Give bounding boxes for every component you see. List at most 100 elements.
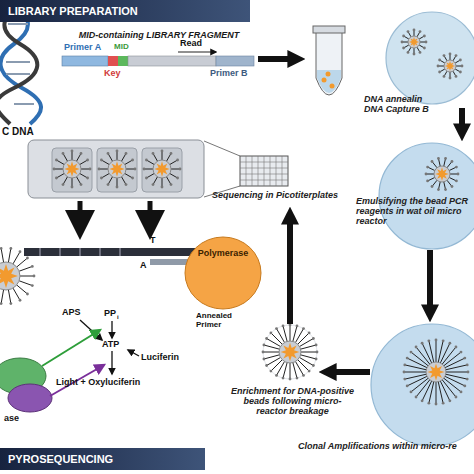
annotation-label: ATP bbox=[102, 340, 119, 350]
base-tick bbox=[100, 248, 101, 256]
dna-strand bbox=[298, 360, 309, 371]
key-segment bbox=[108, 56, 118, 66]
strand-tip bbox=[161, 186, 164, 189]
dna-strand bbox=[283, 363, 287, 378]
dna-strand bbox=[13, 252, 20, 264]
annotation-label: C DNA bbox=[2, 126, 34, 137]
tube-liquid bbox=[317, 70, 341, 93]
dna-strand bbox=[264, 345, 279, 349]
dna-strand bbox=[301, 352, 317, 353]
dna-strand bbox=[296, 362, 304, 376]
strand-tip bbox=[107, 183, 110, 186]
capture-bead bbox=[53, 150, 92, 189]
reaction-arrow bbox=[128, 350, 139, 356]
dna-strand bbox=[290, 363, 291, 379]
dna-strand bbox=[300, 339, 314, 347]
tube-body bbox=[316, 32, 342, 95]
annotation-label: Read bbox=[180, 39, 202, 49]
section-band: PYROSEQUENCING bbox=[0, 448, 205, 470]
dna-strand bbox=[167, 153, 172, 161]
dna-strand bbox=[56, 160, 64, 165]
grid-line bbox=[240, 174, 288, 175]
dna-strand bbox=[80, 160, 88, 165]
annotation-label: Primer A bbox=[64, 43, 101, 53]
annotation-label: T bbox=[150, 236, 156, 246]
strand-tip bbox=[53, 168, 56, 171]
dna-strand bbox=[146, 160, 154, 165]
dna-strand bbox=[72, 178, 73, 187]
dna-strand bbox=[293, 363, 297, 378]
base-tick bbox=[80, 248, 81, 256]
dna-strand bbox=[108, 153, 113, 161]
node-text: DNA annealin bbox=[364, 94, 464, 104]
dna-strand bbox=[8, 290, 10, 304]
node-text: PYROSEQUENCING bbox=[8, 453, 203, 465]
library-fragment: MID-containing LIBRARY FRAGMENT bbox=[60, 28, 258, 90]
strand-tip bbox=[145, 177, 148, 180]
plate-frame bbox=[240, 156, 288, 186]
dna-strand bbox=[125, 174, 133, 179]
dna-strand bbox=[19, 266, 32, 271]
base-pair bbox=[6, 61, 30, 63]
dna-strand bbox=[17, 285, 28, 294]
strand-tip bbox=[62, 183, 65, 186]
annotation-label: Light + Oxyluciferin bbox=[56, 378, 140, 388]
annotation-label: Key bbox=[104, 69, 121, 79]
grid-line bbox=[240, 162, 288, 163]
strand-tip bbox=[80, 152, 83, 155]
bead-star bbox=[154, 161, 169, 176]
node-text: Clonal Amplifications within micro-re bbox=[298, 441, 474, 451]
enriched-bead: Enrichment for DNA-positive beads follow… bbox=[262, 324, 318, 380]
section-band: LIBRARY PREPARATION bbox=[0, 0, 250, 22]
strand-tip bbox=[179, 168, 182, 171]
annotation-label: APS bbox=[62, 308, 81, 318]
plate-grid bbox=[240, 156, 288, 186]
strand-tip bbox=[71, 150, 74, 153]
text-box: Emulsifying the bead PCR reagents in wat… bbox=[356, 196, 474, 226]
strand-tip bbox=[134, 168, 137, 171]
dna-strand bbox=[117, 178, 118, 187]
dna-strand bbox=[264, 355, 279, 359]
grid-line bbox=[282, 156, 283, 186]
node-outline bbox=[306, 8, 474, 108]
bead-star bbox=[0, 264, 18, 288]
dna-strand bbox=[81, 169, 90, 170]
capture-bead bbox=[143, 150, 182, 189]
flow-arrow bbox=[287, 221, 293, 324]
tiny-bead bbox=[330, 84, 335, 89]
node-outline bbox=[262, 324, 318, 380]
base-tick bbox=[40, 248, 41, 256]
strand-tip bbox=[19, 250, 22, 253]
strand-tip bbox=[176, 159, 179, 162]
base-pair bbox=[14, 103, 34, 105]
base-pair bbox=[8, 23, 28, 25]
dna-strand bbox=[301, 345, 316, 349]
dna-strand bbox=[277, 362, 285, 376]
strand-tip bbox=[86, 159, 89, 162]
strand-tip bbox=[98, 168, 101, 171]
mid-segment bbox=[118, 56, 128, 66]
bead-star bbox=[281, 343, 300, 362]
dna-strand bbox=[117, 151, 118, 160]
bead-core bbox=[0, 262, 20, 290]
dna-strand bbox=[99, 169, 108, 170]
annotation-label: Primer B bbox=[210, 69, 248, 79]
dna-strand bbox=[144, 169, 153, 170]
primer-b-segment bbox=[216, 56, 254, 66]
text-box: PYROSEQUENCING bbox=[8, 453, 203, 465]
dna-strand bbox=[296, 329, 304, 343]
grid-line bbox=[252, 156, 253, 186]
bead-core bbox=[153, 160, 171, 178]
dna-strand bbox=[1, 290, 3, 304]
strand-tip bbox=[86, 177, 89, 180]
dna-strand bbox=[56, 174, 64, 179]
base-pair bbox=[6, 73, 30, 75]
strand-tip bbox=[26, 257, 29, 260]
strand-tip bbox=[100, 159, 103, 162]
text-box: Sequencing in Picotiterplates bbox=[200, 190, 350, 200]
annotation-label: ase bbox=[4, 414, 19, 424]
dna-strand bbox=[171, 169, 180, 170]
dna-strand bbox=[153, 177, 158, 185]
dna-strand bbox=[153, 153, 158, 161]
